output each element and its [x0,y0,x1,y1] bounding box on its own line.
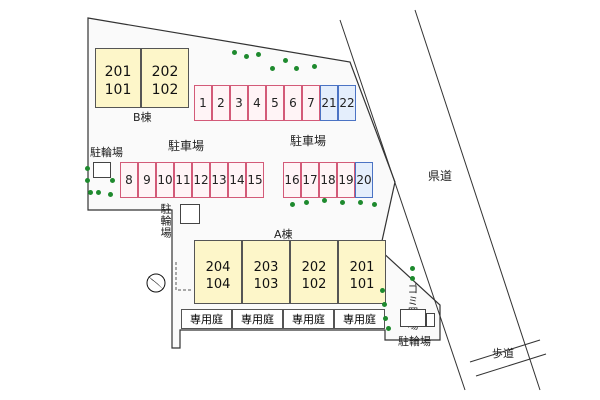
parking-space: 19 [337,162,355,198]
unit-number-upper: 203 [253,260,279,275]
unit-number-lower: 102 [301,277,327,292]
parking-space: 13 [210,162,228,198]
parking-space: 14 [228,162,246,198]
tree-icon [410,266,415,271]
parking-label-left: 駐車場 [168,139,205,153]
parking-space: 11 [174,162,192,198]
unit-number-lower: 102 [151,82,179,98]
parking-space: 1 [194,85,212,121]
parking-space: 12 [192,162,210,198]
building-a-label: A棟 [274,228,293,241]
unit-number-upper: 202 [151,64,179,80]
bike-parking-shed-left [93,162,111,178]
parking-space: 5 [266,85,284,121]
tree-icon [110,178,115,183]
tree-icon [232,50,237,55]
bike-parking-label-mid: 駐輪場 [159,203,172,239]
unit-number-upper: 201 [349,260,375,275]
bike-parking-shed-mid [180,204,200,224]
unit-number-lower: 104 [205,277,231,292]
sidewalk-label: 歩道 [492,347,514,360]
tree-icon [108,192,113,197]
tree-icon [88,190,93,195]
garbage-shed [426,313,435,327]
private-garden: 専用庭 [181,309,232,329]
parking-space: 18 [319,162,337,198]
parking-space: 2 [212,85,230,121]
tree-icon [85,178,90,183]
parking-space: 16 [283,162,301,198]
parking-space: 9 [138,162,156,198]
parking-label-right: 駐車場 [290,134,327,148]
unit-number-lower: 103 [253,277,279,292]
private-garden: 専用庭 [334,309,385,329]
unit-number-lower: 101 [104,82,132,98]
parking-space: 7 [302,85,320,121]
tree-icon [85,166,90,171]
bike-parking-label-right: 駐輪場 [398,335,431,348]
tree-icon [340,200,345,205]
unit-number-lower: 101 [349,277,375,292]
sidewalk-edge-line [475,353,547,377]
tree-icon [380,288,385,293]
tree-icon [304,200,309,205]
compass-icon [146,273,166,293]
private-garden: 専用庭 [232,309,283,329]
tree-icon [382,302,387,307]
parking-space: 8 [120,162,138,198]
bike-parking-label-left: 駐輪場 [90,146,123,159]
parking-space: 20 [355,162,373,198]
unit-number-upper: 201 [104,64,132,80]
road-edge-line [339,19,466,391]
tree-icon [383,316,388,321]
road-label: 県道 [428,169,453,183]
parking-space: 10 [156,162,174,198]
tree-icon [312,64,317,69]
walkway-dashed [175,262,192,291]
tree-icon [372,202,377,207]
tree-icon [294,66,299,71]
tree-icon [358,200,363,205]
parking-space: 3 [230,85,248,121]
bike-parking-shed-right [400,309,426,327]
parking-space: 6 [284,85,302,121]
road-edge-line [414,9,541,391]
parking-space: 17 [301,162,319,198]
tree-icon [256,52,261,57]
tree-icon [386,326,391,331]
tree-icon [270,66,275,71]
tree-icon [96,190,101,195]
parking-space: 22 [338,85,356,121]
tree-icon [283,58,288,63]
unit-number-upper: 202 [301,260,327,275]
tree-icon [410,276,415,281]
parking-space: 15 [246,162,264,198]
unit-number-upper: 204 [205,260,231,275]
building-b-label: B棟 [133,111,152,124]
tree-icon [290,202,295,207]
tree-icon [244,54,249,59]
tree-icon [322,198,327,203]
parking-space: 21 [320,85,338,121]
sidewalk-edge-line [469,339,541,363]
parking-space: 4 [248,85,266,121]
private-garden: 専用庭 [283,309,334,329]
